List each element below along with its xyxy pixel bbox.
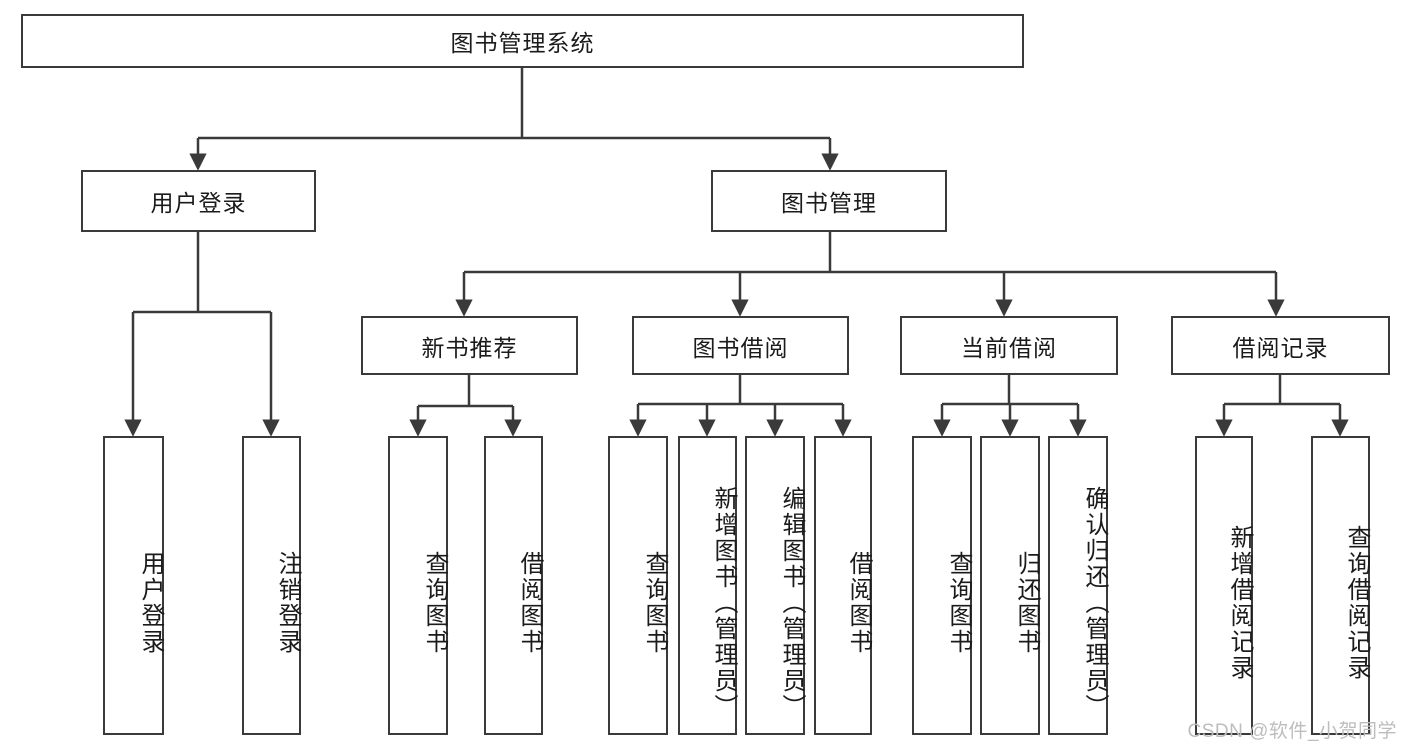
node-book-borrow[interactable]: 图书借阅	[632, 316, 849, 375]
leaf-query-book-borrow[interactable]: 查询图书	[608, 436, 668, 735]
leaf-query-book-current[interactable]: 查询图书	[912, 436, 972, 735]
node-root-system[interactable]: 图书管理系统	[21, 14, 1024, 68]
leaf-edit-book-admin[interactable]: 编辑图书（管理员）	[745, 436, 805, 735]
node-new-book-recommend[interactable]: 新书推荐	[361, 316, 578, 375]
leaf-logout[interactable]: 注销登录	[242, 436, 301, 735]
node-label: 查询借阅记录	[1343, 524, 1370, 681]
leaf-borrow-book[interactable]: 借阅图书	[814, 436, 872, 735]
leaf-add-borrow-record[interactable]: 新增借阅记录	[1195, 436, 1253, 735]
node-current-borrow[interactable]: 当前借阅	[900, 316, 1118, 375]
leaf-borrow-book-recommend[interactable]: 借阅图书	[484, 436, 543, 735]
node-label: 确认归还（管理员）	[1081, 485, 1108, 720]
leaf-query-borrow-record[interactable]: 查询借阅记录	[1311, 436, 1370, 735]
node-label: 图书借阅	[692, 334, 789, 361]
leaf-add-book-admin[interactable]: 新增图书（管理员）	[678, 436, 737, 735]
node-label: 查询图书	[945, 550, 972, 655]
node-borrow-record[interactable]: 借阅记录	[1171, 316, 1390, 375]
node-label: 当前借阅	[961, 334, 1057, 361]
node-label: 图书管理	[781, 190, 877, 216]
node-label: 注销登录	[274, 550, 301, 655]
node-label: 借阅图书	[516, 550, 543, 655]
leaf-confirm-return-admin[interactable]: 确认归还（管理员）	[1048, 436, 1108, 735]
node-label: 查询图书	[641, 550, 668, 655]
node-label: 借阅记录	[1232, 334, 1329, 361]
node-user-login[interactable]: 用户登录	[81, 170, 316, 232]
watermark-text: CSDN @软件_小贺同学	[1187, 721, 1397, 742]
node-label: 新书推荐	[421, 334, 518, 361]
leaf-user-login[interactable]: 用户登录	[103, 436, 164, 735]
node-label: 图书管理系统	[450, 30, 595, 56]
node-label: 新增图书（管理员）	[710, 485, 737, 720]
leaf-return-book[interactable]: 归还图书	[980, 436, 1040, 735]
node-label: 用户登录	[137, 550, 164, 655]
leaf-query-book-recommend[interactable]: 查询图书	[388, 436, 448, 735]
node-label: 编辑图书（管理员）	[778, 485, 805, 720]
node-label: 借阅图书	[845, 550, 872, 655]
node-label: 用户登录	[150, 190, 247, 216]
node-book-management[interactable]: 图书管理	[711, 170, 947, 232]
node-label: 归还图书	[1013, 550, 1040, 655]
node-label: 查询图书	[421, 550, 448, 655]
node-label: 新增借阅记录	[1226, 524, 1253, 681]
